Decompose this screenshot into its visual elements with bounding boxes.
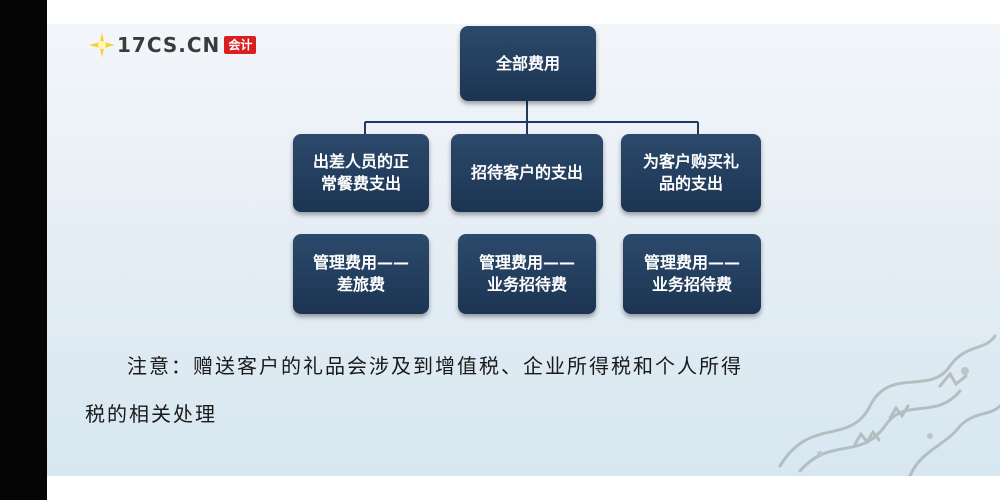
account-label-line: 业务招待费 bbox=[651, 275, 732, 294]
note-line-2: 税的相关处理 bbox=[85, 402, 217, 426]
category-label-line: 常餐费支出 bbox=[320, 174, 401, 193]
category-label-line: 出差人员的正 bbox=[312, 152, 409, 171]
logo-burst-icon bbox=[89, 32, 115, 58]
left-black-bar bbox=[0, 0, 47, 500]
note-line-1: 注意：赠送客户的礼品会涉及到增值税、企业所得税和个人所得 bbox=[127, 354, 743, 378]
account-label-line: 差旅费 bbox=[336, 275, 385, 294]
connector-lines bbox=[364, 101, 699, 134]
account-box-entertainment-expense-1: 管理费用—— 业务招待费 bbox=[458, 234, 596, 314]
category-label-line: 招待客户的支出 bbox=[470, 163, 583, 182]
logo-text: 17CS.CN bbox=[117, 33, 221, 57]
dragon-watermark-icon bbox=[778, 334, 1000, 476]
account-label-line: 管理费用—— bbox=[643, 253, 740, 272]
account-box-entertainment-expense-2: 管理费用—— 业务招待费 bbox=[623, 234, 761, 314]
account-label-line: 管理费用—— bbox=[312, 253, 409, 272]
logo-tag: 会计 bbox=[224, 36, 257, 54]
slide: 17CS.CN 会计 全部费用 出差人员的正 常餐费支出 招待客户的支出 为客户… bbox=[47, 24, 1000, 476]
note-text: 注意：赠送客户的礼品会涉及到增值税、企业所得税和个人所得 税的相关处理 bbox=[85, 342, 957, 438]
category-box-client-entertainment: 招待客户的支出 bbox=[451, 134, 603, 212]
category-label-line: 为客户购买礼 bbox=[642, 152, 739, 171]
category-box-client-gifts: 为客户购买礼 品的支出 bbox=[621, 134, 761, 212]
root-box: 全部费用 bbox=[460, 26, 596, 101]
category-box-travel-meals: 出差人员的正 常餐费支出 bbox=[293, 134, 429, 212]
account-box-travel-expense: 管理费用—— 差旅费 bbox=[293, 234, 429, 314]
account-label-line: 业务招待费 bbox=[486, 275, 567, 294]
logo: 17CS.CN 会计 bbox=[89, 30, 257, 60]
account-label-line: 管理费用—— bbox=[478, 253, 575, 272]
category-label-line: 品的支出 bbox=[658, 174, 723, 193]
root-label: 全部费用 bbox=[495, 53, 560, 73]
